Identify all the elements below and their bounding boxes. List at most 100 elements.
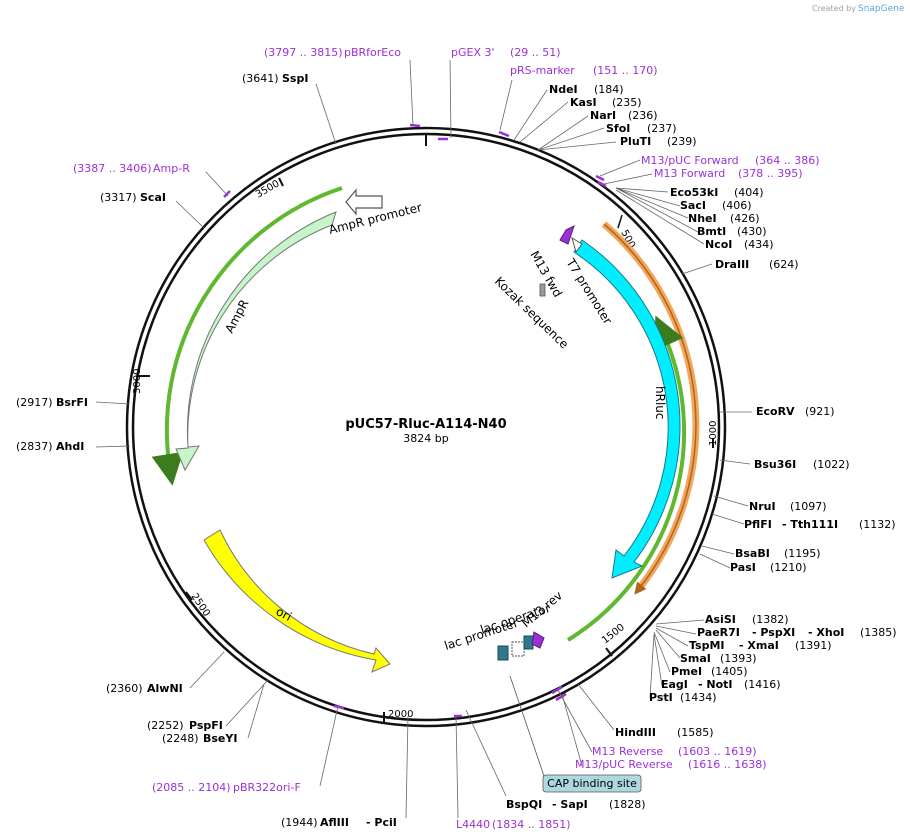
site-scai-pos: (3317) — [100, 191, 137, 204]
site-xmai[interactable]: - XmaI — [739, 639, 779, 652]
site-nari[interactable]: NarI — [590, 109, 616, 122]
ampr-outer-arc — [151, 186, 343, 486]
tick-3000: 3000 — [132, 369, 143, 394]
site-pcii[interactable]: - PciI — [366, 816, 397, 829]
site-psti[interactable]: PstI — [649, 691, 673, 704]
site-alwni[interactable]: AlwNI — [147, 682, 183, 695]
site-ndei[interactable]: NdeI — [549, 83, 578, 96]
site-bsu36i[interactable]: Bsu36I — [754, 458, 796, 471]
site-smai-pos: (1393) — [720, 652, 757, 665]
site-sfoi[interactable]: SfoI — [606, 122, 630, 135]
primer-ampr[interactable]: Amp-R — [153, 162, 190, 175]
t7-promoter-mark[interactable] — [571, 236, 583, 254]
ori-arrow[interactable] — [203, 529, 391, 673]
backbone-outer-ring — [125, 126, 727, 728]
site-eagi[interactable]: EagI — [661, 678, 688, 691]
site-nrui[interactable]: NruI — [749, 500, 776, 513]
site-pflfi-pos: (1132) — [859, 518, 896, 531]
site-draiii[interactable]: DraIII — [715, 258, 749, 271]
site-sspi-pos: (3641) — [242, 72, 279, 85]
site-pluti[interactable]: PluTI — [620, 135, 651, 148]
site-nhei[interactable]: NheI — [688, 212, 717, 225]
site-pmei-pos: (1405) — [711, 665, 748, 678]
site-pspfi[interactable]: PspFI — [189, 719, 223, 732]
kozak-mark[interactable] — [539, 283, 546, 297]
site-bmti[interactable]: BmtI — [697, 225, 726, 238]
site-noti[interactable]: - NotI — [698, 678, 733, 691]
site-sfoi-pos: (237) — [647, 122, 677, 135]
green-reverse-arc — [566, 315, 687, 642]
hrluc-arrow[interactable] — [573, 239, 681, 579]
site-nhei-pos: (426) — [730, 212, 760, 225]
site-eco53ki[interactable]: Eco53kI — [670, 186, 718, 199]
primer-m13pucfwd-range: (364 .. 386) — [755, 154, 820, 167]
site-ecorv-pos: (921) — [805, 405, 835, 418]
ampr-arrow[interactable] — [175, 211, 337, 472]
primer-m13fwd[interactable]: M13 Forward — [654, 167, 725, 180]
primer-marks — [223, 123, 607, 718]
site-kasi-pos: (235) — [612, 96, 642, 109]
site-sspi[interactable]: SspI — [282, 72, 308, 85]
site-pmei[interactable]: PmeI — [671, 665, 702, 678]
snapgene-brand: SnapGene — [858, 4, 905, 14]
site-bspqi[interactable]: BspQI — [506, 798, 542, 811]
site-eco53ki-pos: (404) — [734, 186, 764, 199]
primer-m13pucfwd[interactable]: M13/pUC Forward — [641, 154, 739, 167]
lac-operator-mark[interactable] — [523, 635, 534, 650]
created-by-label: Created by — [812, 4, 856, 13]
primer-prsmarker[interactable]: pRS-marker — [510, 64, 575, 77]
primer-m13pucrev-range: (1616 .. 1638) — [688, 758, 767, 771]
site-smai[interactable]: SmaI — [680, 652, 711, 665]
primer-l4440[interactable]: L4440 — [456, 818, 490, 831]
hrluc-orange-arc-line — [603, 223, 697, 595]
primer-m13pucrev[interactable]: M13/pUC Reverse — [575, 758, 673, 771]
site-afliii[interactable]: AflIII — [320, 816, 349, 829]
site-ncoi[interactable]: NcoI — [705, 238, 732, 251]
site-bseyi[interactable]: BseYI — [203, 732, 237, 745]
site-ecorv[interactable]: EcoRV — [756, 405, 795, 418]
site-draiii-pos: (624) — [769, 258, 799, 271]
site-hindiii-pos: (1585) — [677, 726, 714, 739]
m13-rev-mark[interactable] — [531, 631, 545, 649]
m13-fwd-mark[interactable] — [559, 225, 575, 245]
primer-l4440-range: (1834 .. 1851) — [492, 818, 571, 831]
primer-pbr322-range: (2085 .. 2104) — [152, 781, 231, 794]
site-paer7i[interactable]: PaeR7I — [697, 626, 740, 639]
site-asisi[interactable]: AsiSI — [705, 613, 736, 626]
site-xhoi[interactable]: - XhoI — [808, 626, 844, 639]
site-bmti-pos: (430) — [737, 225, 767, 238]
site-pflfi[interactable]: PflFI — [744, 518, 772, 531]
site-pspxi[interactable]: - PspXI — [752, 626, 795, 639]
position-ticks: 500 1000 1500 2000 2500 3000 3500 — [132, 177, 719, 722]
primer-m13rev-range: (1603 .. 1619) — [678, 745, 757, 758]
primer-pbr322[interactable]: pBR322ori-F — [233, 781, 301, 794]
site-ndei-pos: (184) — [594, 83, 624, 96]
site-alwni-pos: (2360) — [106, 682, 143, 695]
plasmid-size: 3824 bp — [403, 432, 448, 445]
cap-site-mark[interactable] — [497, 645, 509, 661]
site-saci-pos: (406) — [722, 199, 752, 212]
primer-m13fwd-range: (378 .. 395) — [738, 167, 803, 180]
primer-prsmarker-range: (151 .. 170) — [593, 64, 658, 77]
site-bseyi-pos: (2248) — [162, 732, 199, 745]
site-scai[interactable]: ScaI — [140, 191, 166, 204]
site-bsabi[interactable]: BsaBI — [735, 547, 770, 560]
ampr-promoter-arrow[interactable] — [345, 188, 383, 216]
site-tth111i[interactable]: - Tth111I — [782, 518, 838, 531]
site-ahdi[interactable]: AhdI — [56, 440, 84, 453]
site-kasi[interactable]: KasI — [570, 96, 597, 109]
cap-binding-box[interactable] — [542, 774, 642, 793]
primer-pgex3[interactable]: pGEX 3' — [451, 46, 495, 59]
site-saci[interactable]: SacI — [680, 199, 706, 212]
site-bsrfi[interactable]: BsrFI — [56, 396, 88, 409]
lac-promoter-mark[interactable] — [511, 641, 525, 657]
site-hindiii[interactable]: HindIII — [615, 726, 656, 739]
site-pasi[interactable]: PasI — [730, 561, 756, 574]
site-tspmi[interactable]: TspMI — [689, 639, 725, 652]
site-eagi-pos: (1416) — [744, 678, 781, 691]
primer-m13rev[interactable]: M13 Reverse — [592, 745, 663, 758]
site-sapi[interactable]: - SapI — [552, 798, 588, 811]
site-ahdi-pos: (2837) — [16, 440, 53, 453]
primer-pbrforeco[interactable]: pBRforEco — [344, 46, 401, 59]
